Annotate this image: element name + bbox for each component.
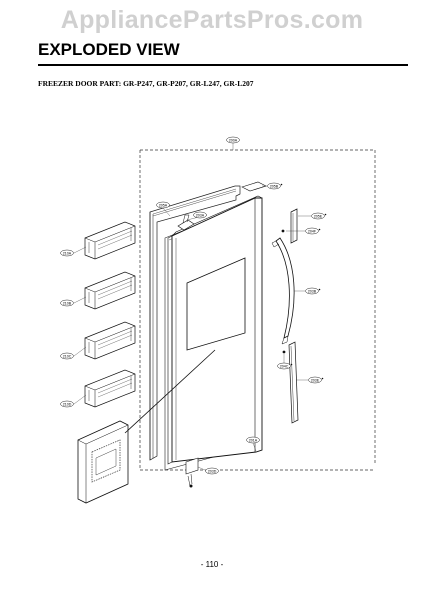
door-gasket <box>149 185 241 461</box>
door-handle <box>271 229 295 345</box>
door-panel <box>167 195 263 488</box>
handle-cap-upper <box>290 208 298 244</box>
svg-text:204C: 204C <box>280 364 289 368</box>
callout-203E: 203E <box>308 376 324 384</box>
svg-text:205A: 205A <box>159 203 168 207</box>
callout-205A: 205A <box>156 201 170 209</box>
callout-203B: 203B <box>305 287 321 295</box>
handle-cap-lower <box>282 341 299 424</box>
callout-204F: 204F <box>305 227 321 235</box>
svg-text:201A: 201A <box>249 438 258 442</box>
svg-text:203B: 203B <box>308 289 317 293</box>
svg-text:203D: 203D <box>208 469 217 473</box>
door-top-cap <box>241 181 267 192</box>
watermark-text: AppliancePartsPros.com <box>60 6 364 34</box>
svg-text:203E: 203E <box>311 378 320 382</box>
svg-text:204F: 204F <box>308 229 317 233</box>
callout-210A: 210A <box>60 249 74 257</box>
callout-210C: 210C <box>60 352 74 360</box>
callout-200A: 200A <box>226 136 240 144</box>
callout-210B: 210B <box>60 299 74 307</box>
svg-text:210A: 210A <box>63 251 72 255</box>
page-title: EXPLODED VIEW <box>38 40 180 59</box>
door-bin-1 <box>84 221 136 260</box>
title-divider <box>38 64 408 66</box>
callout-205B: 205B <box>267 182 283 190</box>
callout-203D: 203D <box>205 467 219 475</box>
svg-text:203A: 203A <box>196 213 205 217</box>
callout-leaders <box>73 143 311 471</box>
callout-204C: 204C <box>277 362 293 370</box>
door-bin-3 <box>84 321 136 360</box>
door-bin-2 <box>84 271 136 310</box>
svg-text:210D: 210D <box>63 402 72 406</box>
callout-203A: 203A <box>193 211 207 219</box>
page-number: - 110 - <box>200 560 224 569</box>
svg-text:210C: 210C <box>63 354 72 358</box>
svg-text:205B: 205B <box>270 184 279 188</box>
assembly-boundary <box>139 149 376 471</box>
callout-201A: 201A <box>246 436 260 444</box>
diagram-subtitle: FREEZER DOOR PART: GR-P247, GR-P207, GR-… <box>38 79 254 88</box>
dispenser-cover <box>77 420 129 504</box>
svg-text:200A: 200A <box>229 138 238 142</box>
dispenser-leader-line <box>124 349 216 434</box>
callout-205E: 205E <box>311 212 327 220</box>
svg-text:210B: 210B <box>63 301 72 305</box>
svg-text:205E: 205E <box>314 214 323 218</box>
callout-210D: 210D <box>60 400 74 408</box>
door-bin-4 <box>84 369 136 408</box>
